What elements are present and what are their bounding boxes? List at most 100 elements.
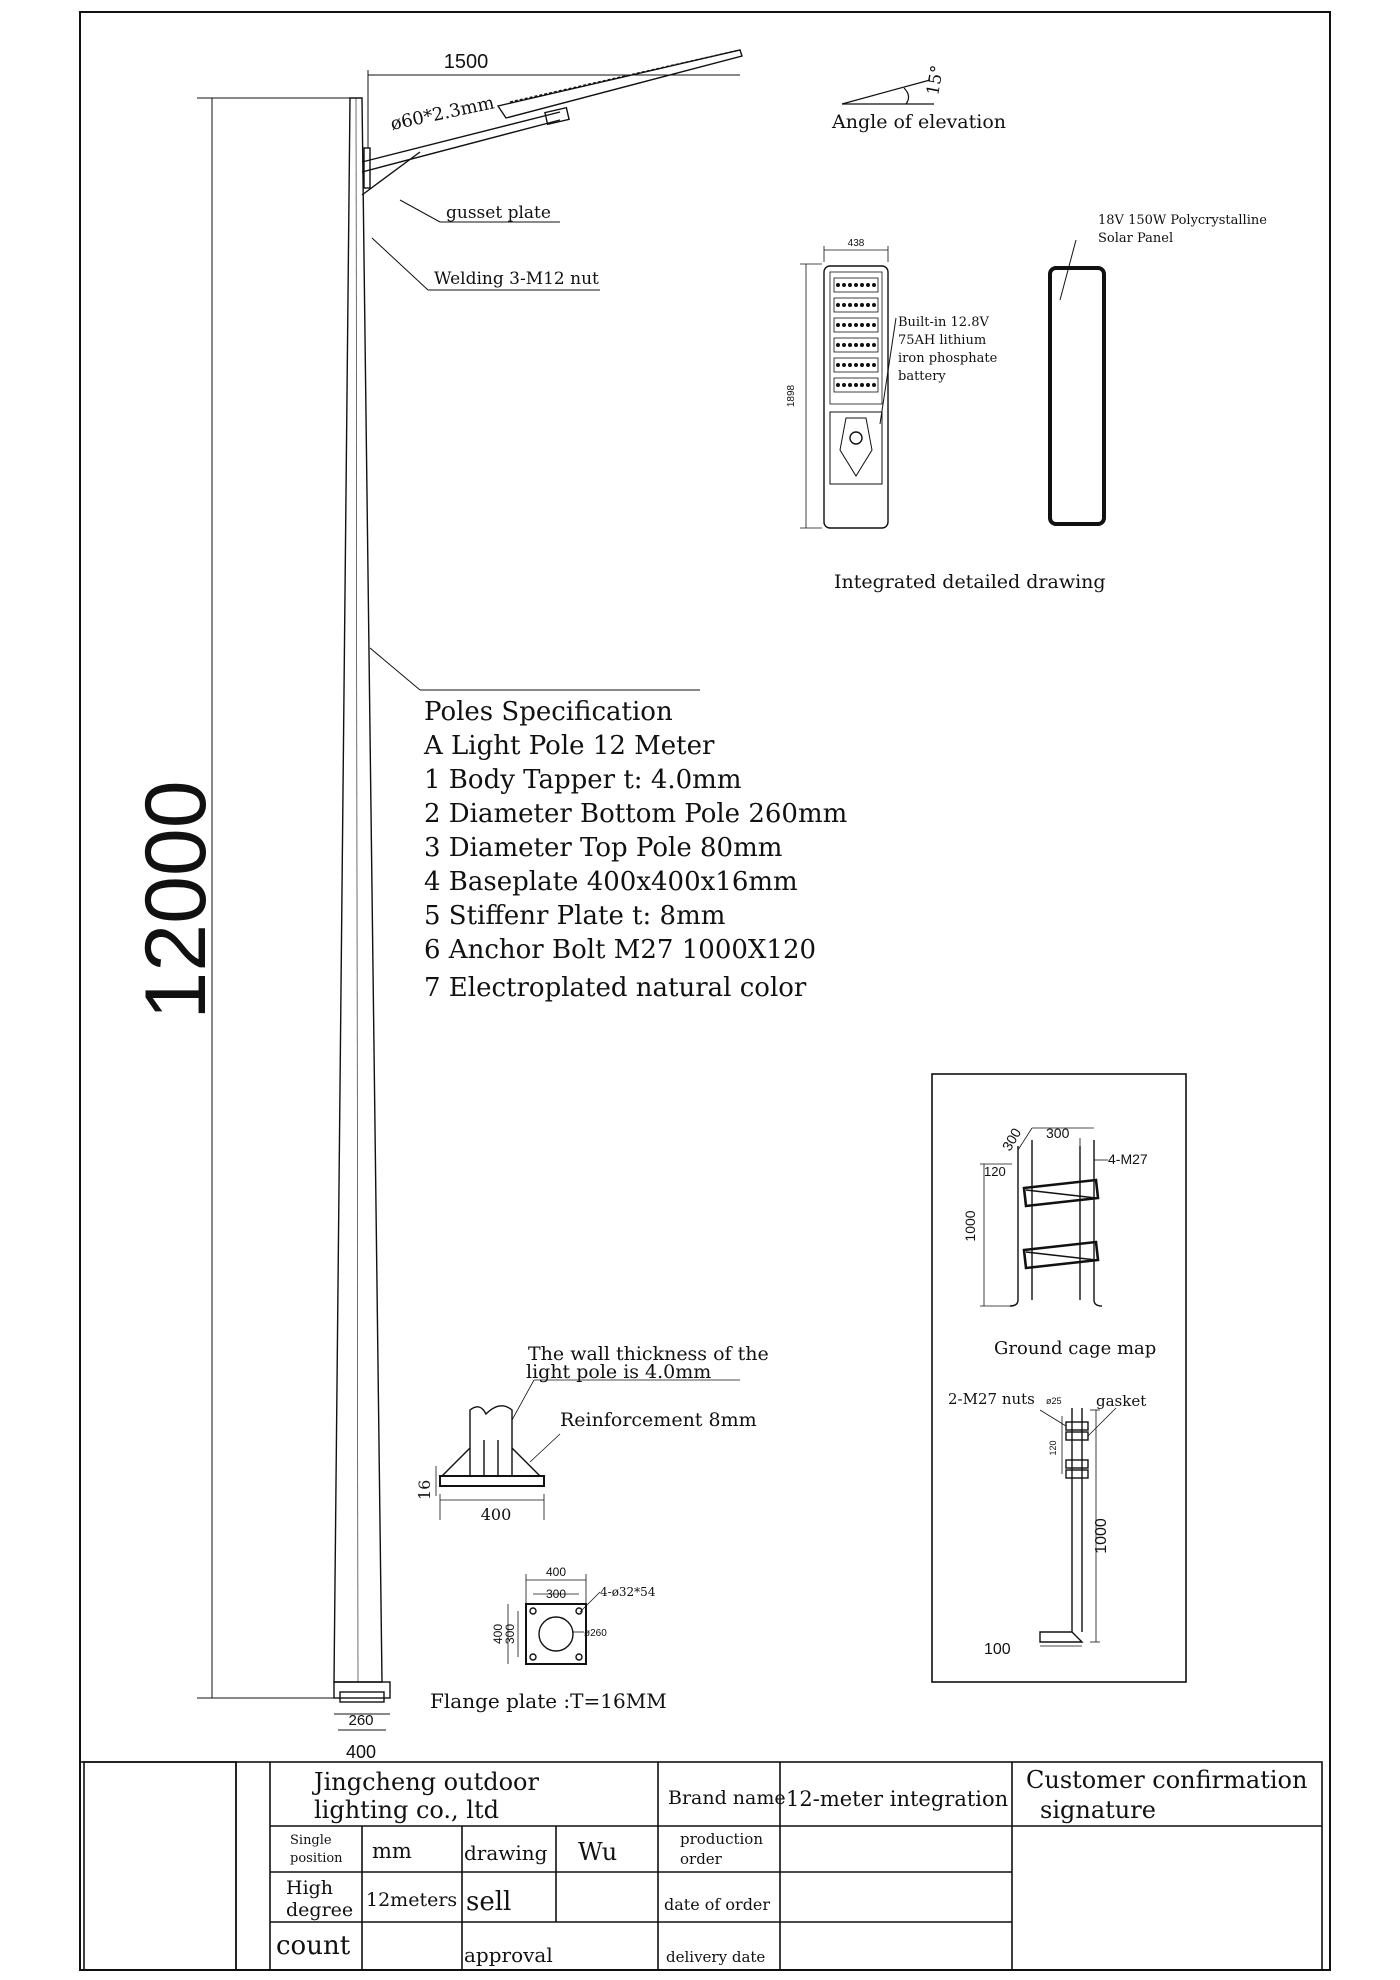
bolt-thread-dim: 120 — [1048, 1440, 1058, 1455]
base-width-dim: 400 — [346, 1742, 376, 1762]
approval-label: approval — [464, 1943, 553, 1967]
led-chip — [872, 382, 877, 387]
bolt-nuts-label: 2-M27 nuts — [948, 1390, 1035, 1408]
led-chip — [848, 282, 853, 287]
customer-signature: Customer confirmation signature — [1026, 1766, 1315, 1824]
gusset-callout: gusset plate — [446, 203, 551, 223]
cage-dim-height: 1000 — [962, 1210, 978, 1241]
angle-symbol — [841, 79, 934, 105]
sell-label: sell — [466, 1887, 511, 1917]
led-chip — [842, 322, 847, 327]
pole-elevation — [197, 49, 743, 1731]
company-name: Jingcheng outdoor lighting co., ltd — [311, 1768, 547, 1824]
flange-caption: Flange plate :T=16MM — [430, 1689, 667, 1713]
solar-panel-label: 18V 150W Polycrystalline Solar Panel — [1098, 213, 1271, 246]
welding-nuts — [363, 147, 371, 189]
base-detail-width: 400 — [481, 1505, 512, 1524]
led-chip — [836, 362, 841, 367]
flange-outer-dim: 400 — [546, 1565, 566, 1579]
bolt-gasket-label: gasket — [1096, 1392, 1146, 1410]
led-chip — [860, 362, 865, 367]
led-chip — [842, 342, 847, 347]
led-chip — [854, 322, 859, 327]
flange-center-dia: ø260 — [584, 1628, 607, 1639]
led-chip — [860, 302, 865, 307]
led-chip — [866, 382, 871, 387]
led-chip — [836, 322, 841, 327]
led-module — [833, 277, 879, 293]
led-module — [833, 357, 879, 373]
led-chip — [860, 382, 865, 387]
led-chip — [860, 342, 865, 347]
led-chip — [848, 342, 853, 347]
integrated-lamp-drawing — [800, 239, 1106, 529]
led-chip — [866, 282, 871, 287]
arm-pipe — [361, 111, 561, 163]
reinforcement-label: Reinforcement 8mm — [560, 1409, 757, 1431]
bolt-length-dim: 1000 — [1093, 1518, 1110, 1554]
led-chip — [836, 302, 841, 307]
led-chip — [872, 322, 877, 327]
pole-base-plate — [333, 1681, 391, 1699]
led-chip — [848, 382, 853, 387]
brand-name-label: Brand name — [668, 1787, 786, 1809]
cage-dim-top: 300 — [1046, 1125, 1070, 1141]
led-chip — [866, 322, 871, 327]
drawing-value: Wu — [578, 1838, 617, 1866]
anchor-bolt — [1039, 1407, 1117, 1647]
battery-label: Built-in 12.8V 75AH lithium iron phospha… — [898, 315, 1001, 384]
base-reinforcement — [435, 1379, 740, 1520]
led-module — [833, 337, 879, 353]
order-date-label: date of order — [664, 1895, 770, 1914]
led-chip — [836, 282, 841, 287]
led-chip — [842, 282, 847, 287]
flange-inner-dim: 300 — [546, 1587, 566, 1601]
flange-holes-label: 4-ø32*54 — [600, 1585, 656, 1599]
ground-cage — [980, 1127, 1108, 1307]
angle-value: 15° — [923, 64, 948, 97]
base-thickness-dim: 16 — [415, 1480, 434, 1500]
led-chip — [842, 302, 847, 307]
height-value: 12meters — [366, 1889, 457, 1911]
led-chip — [866, 302, 871, 307]
wall-thickness-note: The wall thickness of the light pole is … — [526, 1343, 775, 1383]
bolt-hook-dim: 100 — [984, 1641, 1011, 1658]
lamp-head — [496, 49, 743, 119]
led-chip — [848, 302, 853, 307]
led-chip — [836, 342, 841, 347]
pole-specification: Poles Specification A Light Pole 12 Mete… — [423, 697, 856, 1003]
lamp-length-dim: 1898 — [786, 384, 797, 407]
led-chip — [872, 362, 877, 367]
led-chip — [872, 302, 877, 307]
led-chip — [848, 362, 853, 367]
arm-pipe-label: ø60*2.3mm — [389, 92, 497, 134]
led-chip — [866, 362, 871, 367]
lamp-width-dim: 438 — [848, 238, 865, 249]
led-chip — [866, 342, 871, 347]
led-modules — [833, 277, 879, 393]
led-chip — [842, 382, 847, 387]
height-label: High degree — [286, 1877, 353, 1921]
led-chip — [860, 322, 865, 327]
title-block — [79, 1761, 1323, 1971]
lamp-top-view — [823, 265, 889, 529]
count-label: count — [276, 1931, 351, 1961]
flange-side-outer: 400 — [491, 1624, 505, 1644]
overall-height-dim: 12000 — [128, 780, 224, 1019]
cage-dim-120: 120 — [984, 1164, 1006, 1179]
angle-label: Angle of elevation — [831, 111, 1006, 133]
cage-dim-diagonal: 300 — [999, 1125, 1025, 1153]
led-module — [833, 377, 879, 393]
led-module — [833, 297, 879, 313]
solar-panel-side-view — [1048, 266, 1106, 526]
unit-label: Single position — [290, 1833, 343, 1866]
led-chip — [860, 282, 865, 287]
welding-callout: Welding 3-M12 nut — [434, 269, 599, 289]
flange-plate — [507, 1574, 601, 1665]
drawing-label: drawing — [464, 1841, 548, 1865]
cage-caption: Ground cage map — [994, 1338, 1156, 1359]
cage-bolt-label: 4-M27 — [1108, 1151, 1148, 1167]
led-chip — [872, 342, 877, 347]
led-module — [833, 317, 879, 333]
